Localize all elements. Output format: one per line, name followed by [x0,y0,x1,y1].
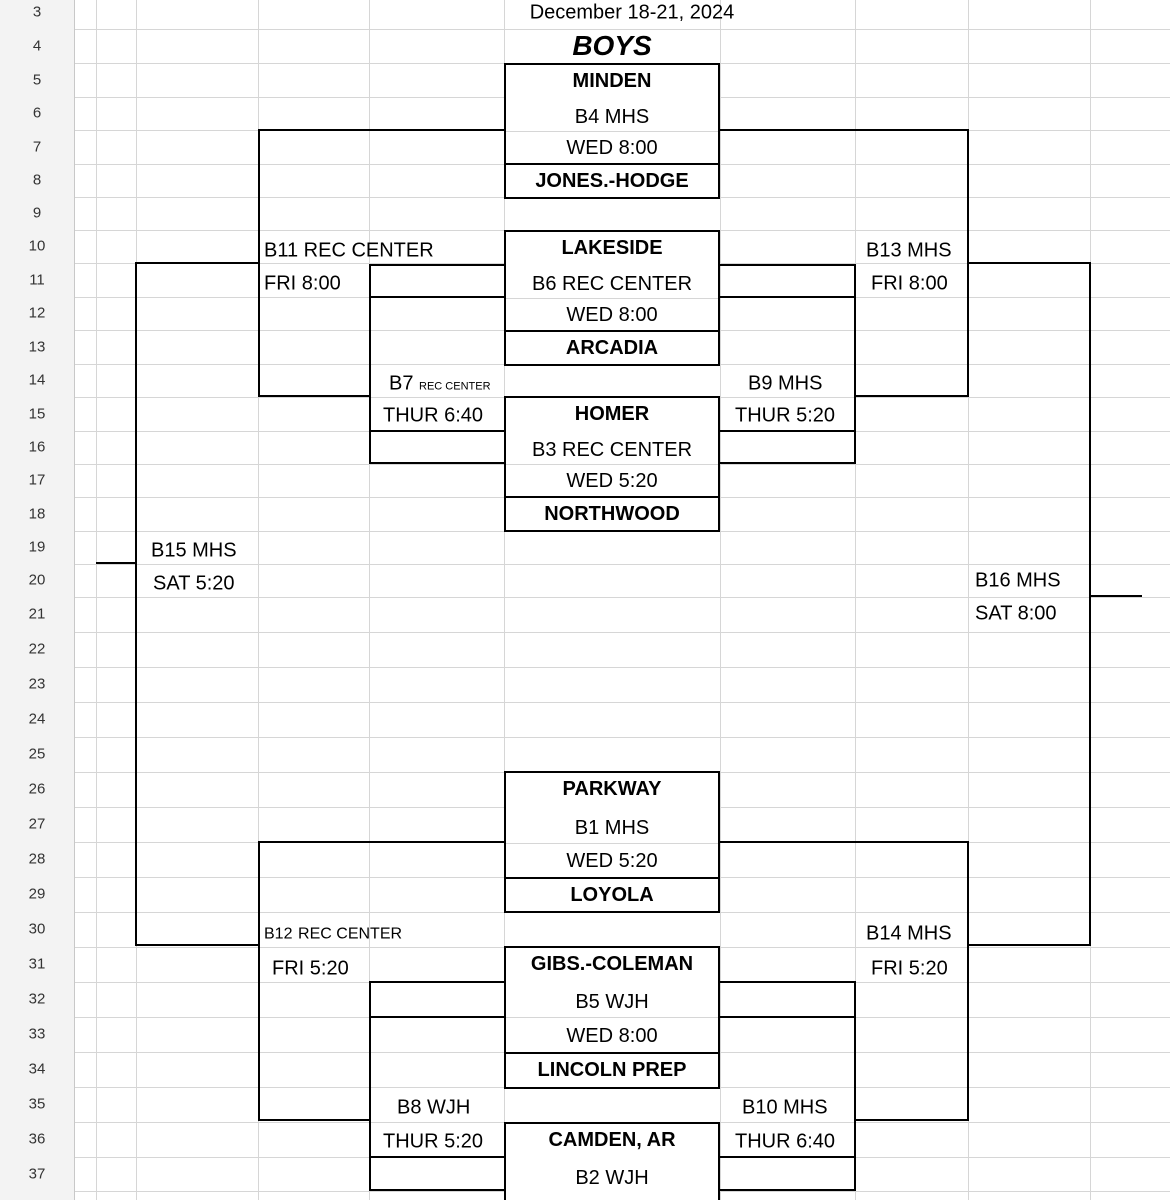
game-b16-label: B16 MHS [975,569,1061,592]
row-number[interactable]: 33 [28,1025,46,1043]
row-number[interactable]: 8 [32,171,42,189]
game-b7-site: REC CENTER [419,380,491,393]
game-b1-cell[interactable]: B1 MHS WED 5:20 [504,805,720,879]
game-b5-cell[interactable]: B5 WJH WED 8:00 [504,981,720,1055]
team-lakeside[interactable]: LAKESIDE [504,230,720,266]
game-b5-time: WED 8:00 [566,1025,658,1047]
row-number[interactable]: 6 [32,104,42,122]
game-b3-time: WED 5:20 [566,470,658,492]
game-b15-time: SAT 5:20 [153,572,235,595]
game-b2-cell[interactable]: B2 WJH [504,1157,720,1200]
game-b10-time: THUR 6:40 [735,1130,836,1153]
row-number[interactable]: 23 [28,675,46,693]
game-b7-time: THUR 6:40 [383,404,484,427]
row-number[interactable]: 36 [28,1130,46,1148]
row-number[interactable]: 25 [28,745,46,763]
game-b13-label: B13 MHS [866,239,952,262]
game-b6-label: B6 REC CENTER [506,264,718,299]
game-b14-label: B14 MHS [866,922,952,945]
game-b12-site: REC CENTER [298,925,403,943]
row-number[interactable]: 21 [28,605,46,623]
game-b3-label: B3 REC CENTER [506,430,718,465]
team-jones-hodge[interactable]: JONES.-HODGE [504,163,720,199]
game-b9-label: B9 MHS [748,372,823,395]
team-gibs-coleman[interactable]: GIBS.-COLEMAN [504,946,720,983]
game-b5-label: B5 WJH [506,981,718,1018]
row-number[interactable]: 16 [28,438,46,456]
row-number[interactable]: 32 [28,990,46,1008]
row-number[interactable]: 20 [28,571,46,589]
game-b7-label: B7 [389,372,414,395]
game-b12-label-group: B12 REC CENTER [264,922,402,945]
row-number[interactable]: 9 [32,204,42,222]
row-number[interactable]: 17 [28,471,46,489]
row-number[interactable]: 27 [28,815,46,833]
row-number[interactable]: 28 [28,850,46,868]
row-number[interactable]: 22 [28,640,46,658]
game-b1-time: WED 5:20 [566,850,658,872]
row-number[interactable]: 29 [28,885,46,903]
game-b2-label: B2 WJH [575,1167,649,1189]
row-number[interactable]: 10 [28,237,46,255]
team-loyola[interactable]: LOYOLA [504,877,720,913]
game-b14-time: FRI 5:20 [871,957,948,980]
game-b12-time: FRI 5:20 [272,957,349,980]
team-camden-ar[interactable]: CAMDEN, AR [504,1122,720,1159]
division-title: BOYS [572,30,652,61]
row-number[interactable]: 37 [28,1165,46,1183]
game-b3-cell[interactable]: B3 REC CENTER WED 5:20 [504,430,720,498]
game-b10-label: B10 MHS [742,1096,828,1119]
row-number[interactable]: 3 [32,3,42,21]
game-b7-label-group: B7 REC CENTER [389,373,491,396]
game-b15-label: B15 MHS [151,539,237,562]
row-number[interactable]: 26 [28,780,46,798]
row-number[interactable]: 13 [28,338,46,356]
row-number[interactable]: 12 [28,304,46,322]
game-b4-label: B4 MHS [506,97,718,132]
game-b4-time: WED 8:00 [566,137,658,159]
game-b8-time: THUR 5:20 [383,1130,484,1153]
row-number[interactable]: 34 [28,1060,46,1078]
team-lincoln-prep[interactable]: LINCOLN PREP [504,1052,720,1089]
team-parkway[interactable]: PARKWAY [504,771,720,807]
game-b11-label: B11 REC CENTER [264,239,434,262]
game-b12-label: B12 [264,925,293,943]
row-number[interactable]: 35 [28,1095,46,1113]
game-b4-cell[interactable]: B4 MHS WED 8:00 [504,97,720,165]
game-b11-time: FRI 8:00 [264,272,341,295]
game-b6-cell[interactable]: B6 REC CENTER WED 8:00 [504,264,720,332]
game-b6-time: WED 8:00 [566,304,658,326]
row-number[interactable]: 24 [28,710,46,728]
team-homer[interactable]: HOMER [504,396,720,432]
team-arcadia[interactable]: ARCADIA [504,330,720,366]
row-number[interactable]: 30 [28,920,46,938]
game-b1-label: B1 MHS [506,805,718,844]
row-number[interactable]: 5 [32,71,42,89]
team-minden[interactable]: MINDEN [504,63,720,99]
game-b13-time: FRI 8:00 [871,272,948,295]
row-number[interactable]: 18 [28,505,46,523]
row-number[interactable]: 31 [28,955,46,973]
row-number[interactable]: 15 [28,405,46,423]
team-northwood[interactable]: NORTHWOOD [504,496,720,532]
row-number[interactable]: 7 [32,138,42,156]
game-b9-time: THUR 5:20 [735,404,836,427]
row-number[interactable]: 11 [29,271,45,289]
tournament-dates: December 18-21, 2024 [529,1,735,24]
game-b16-time: SAT 8:00 [975,602,1057,625]
game-b8-label: B8 WJH [397,1096,471,1119]
row-number[interactable]: 4 [32,37,42,55]
row-number[interactable]: 19 [28,538,46,556]
row-number[interactable]: 14 [28,371,46,389]
